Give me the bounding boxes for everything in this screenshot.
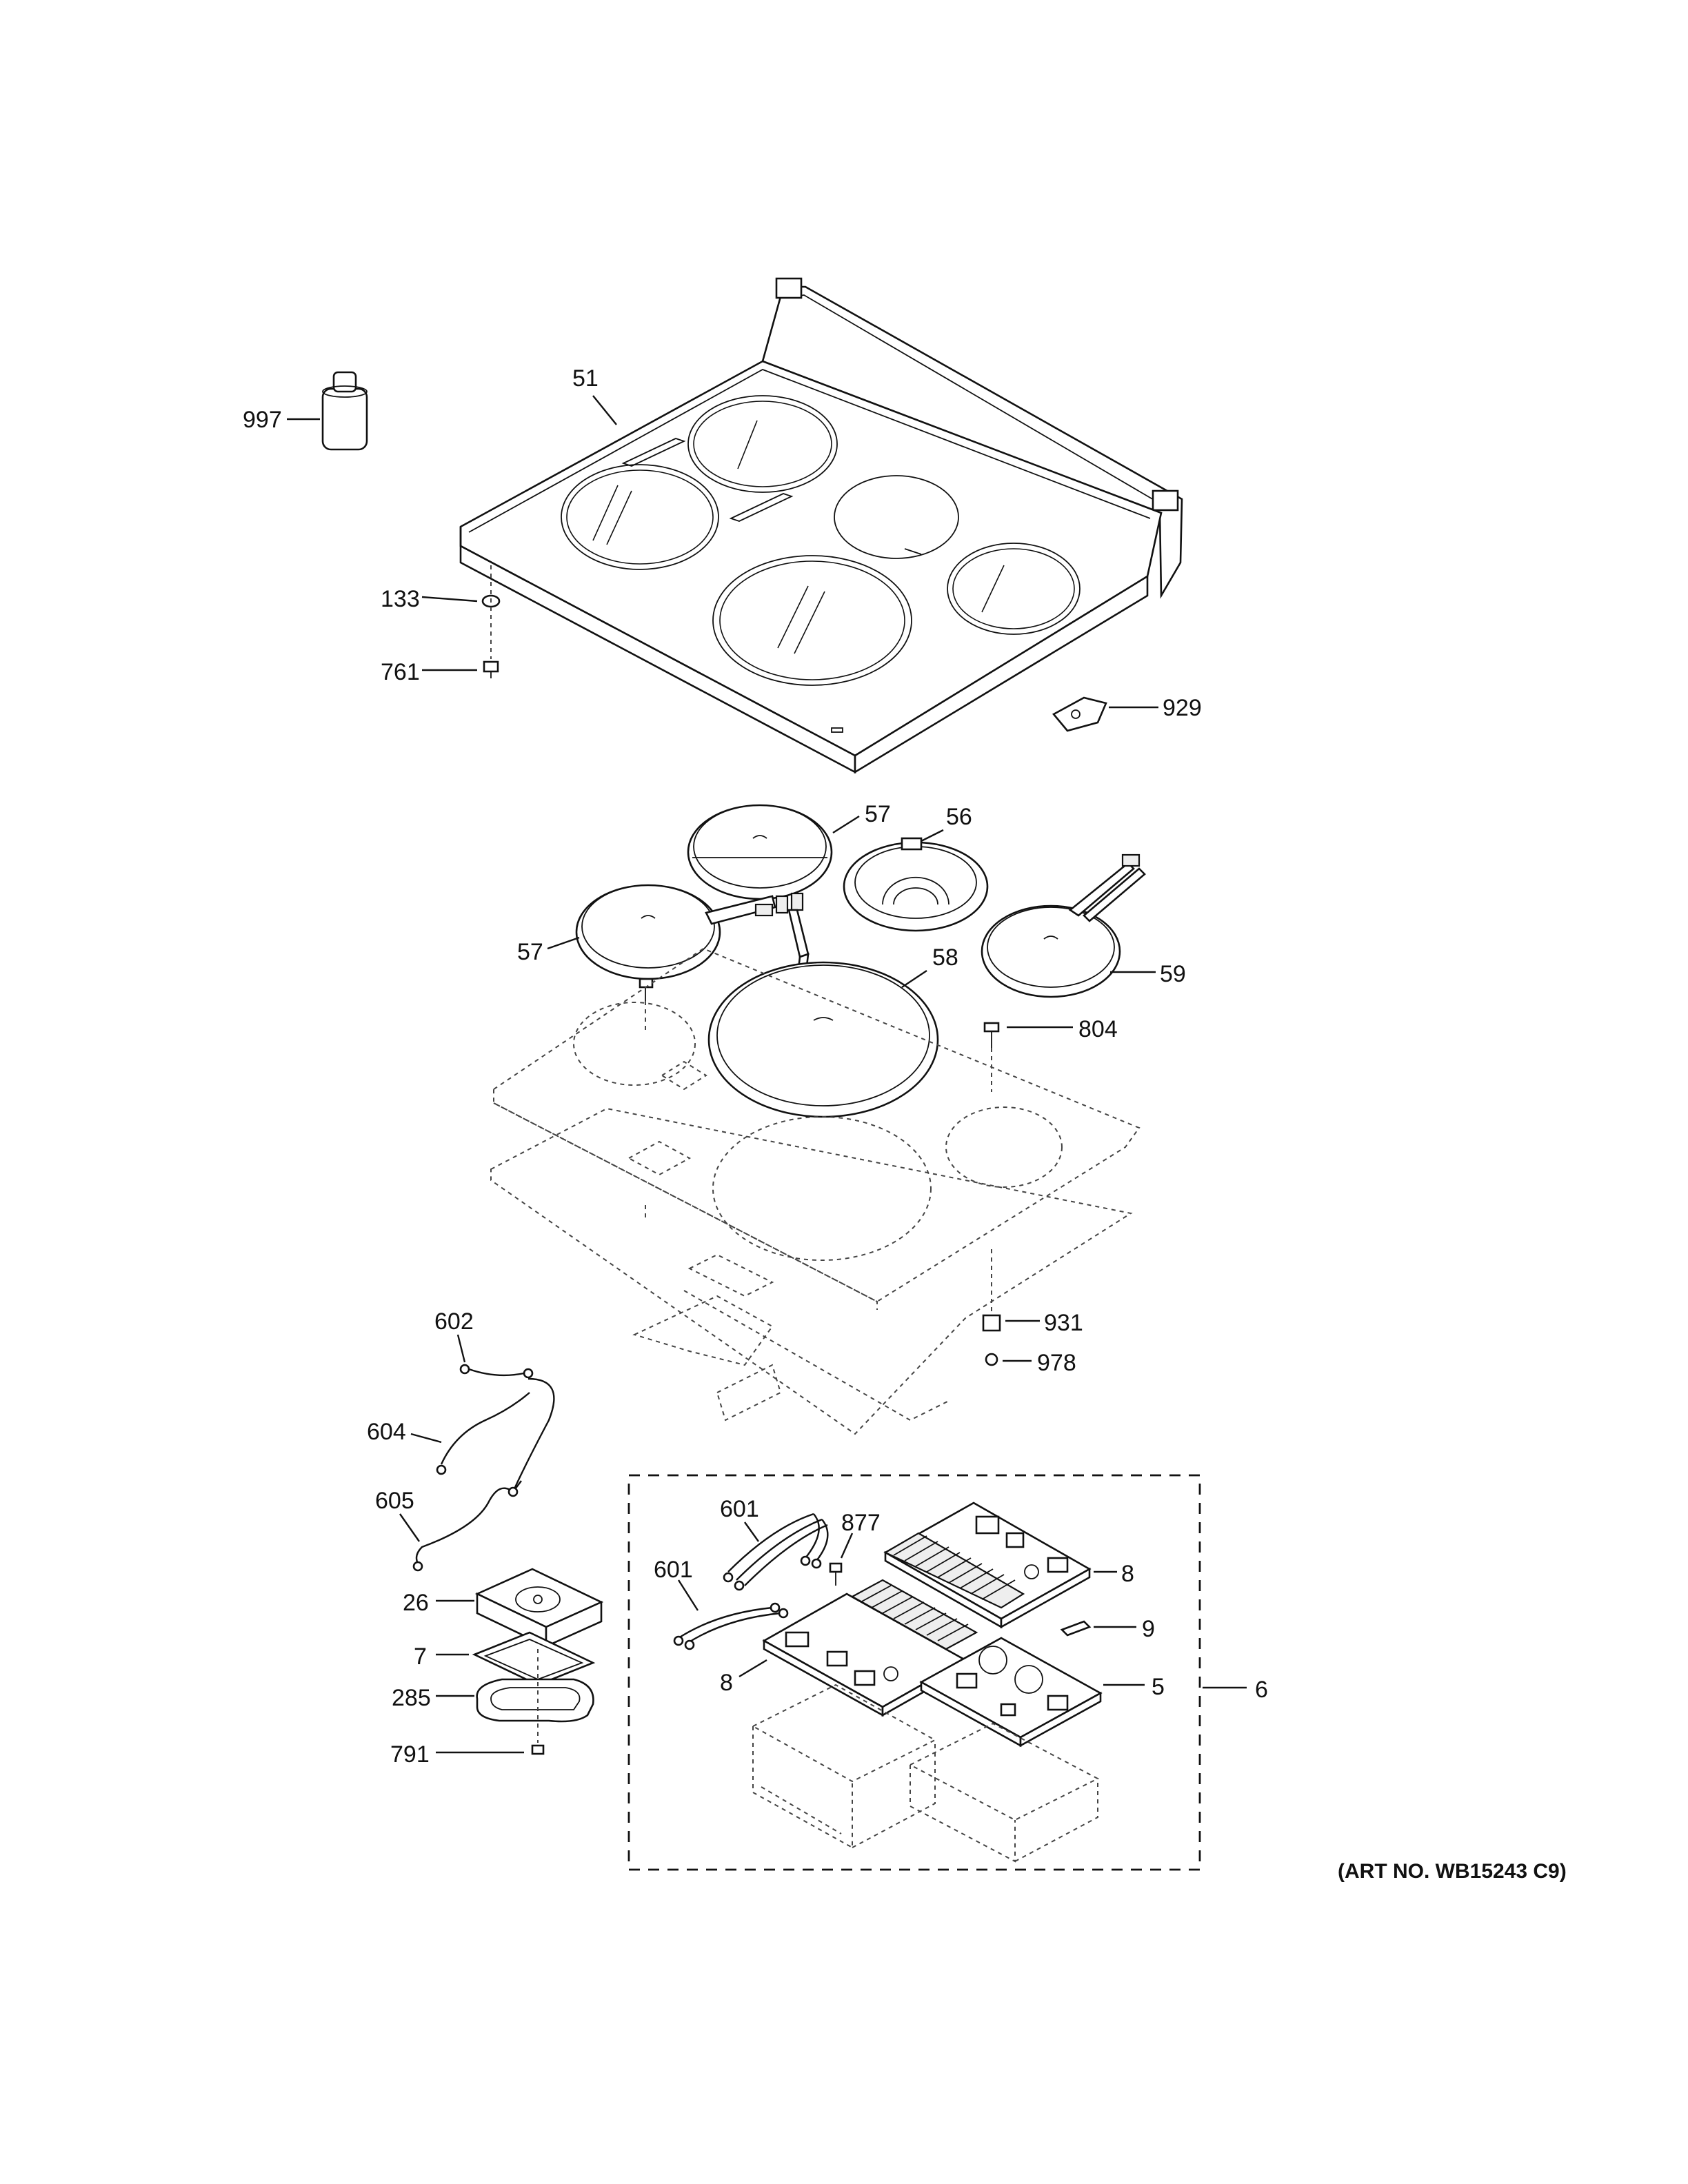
callout-8-lower: 8 bbox=[720, 1670, 733, 1696]
callout-997: 997 bbox=[243, 407, 282, 433]
cooling-fan-part bbox=[474, 1568, 604, 1648]
callout-59: 59 bbox=[1160, 961, 1186, 987]
control-board-part bbox=[919, 1637, 1103, 1748]
screw-part bbox=[531, 1744, 545, 1755]
inverter-board-part bbox=[883, 1502, 1092, 1629]
board-bracket-phantom bbox=[751, 1684, 1100, 1863]
callout-5: 5 bbox=[1152, 1674, 1165, 1700]
nut-part bbox=[985, 1353, 998, 1366]
bumper-part bbox=[481, 565, 501, 659]
callout-58: 58 bbox=[932, 944, 958, 971]
wire-harness-part bbox=[673, 1513, 829, 1650]
radiant-element-part bbox=[981, 853, 1146, 998]
screw-part bbox=[983, 1022, 1000, 1092]
callout-601-top: 601 bbox=[720, 1496, 759, 1522]
dual-element-part bbox=[843, 837, 989, 932]
callout-26: 26 bbox=[403, 1590, 429, 1616]
callout-6: 6 bbox=[1255, 1677, 1268, 1703]
burner-box-support-phantom bbox=[490, 947, 1141, 1435]
callout-57-top: 57 bbox=[865, 801, 891, 827]
callout-8-top: 8 bbox=[1121, 1561, 1134, 1587]
wire-harness-part bbox=[412, 1364, 555, 1572]
radiant-element-part bbox=[687, 804, 833, 900]
callout-791: 791 bbox=[390, 1741, 430, 1768]
leveling-foot-part bbox=[982, 1314, 1001, 1332]
callout-57-left: 57 bbox=[517, 939, 543, 965]
fan-gasket-part bbox=[472, 1631, 596, 1686]
callout-285: 285 bbox=[392, 1685, 431, 1711]
callout-601-left: 601 bbox=[654, 1557, 693, 1583]
fan-duct-seal-part bbox=[476, 1678, 594, 1723]
clip-part bbox=[1052, 696, 1107, 732]
board-spacer-part bbox=[1060, 1620, 1092, 1637]
callout-7: 7 bbox=[414, 1644, 427, 1670]
radiant-element-part bbox=[575, 884, 776, 980]
screw-part bbox=[829, 1562, 843, 1586]
callout-877: 877 bbox=[841, 1510, 881, 1536]
callout-133: 133 bbox=[381, 586, 420, 612]
large-radiant-element-part bbox=[707, 961, 939, 1118]
callout-602: 602 bbox=[434, 1308, 474, 1335]
callout-604: 604 bbox=[367, 1419, 406, 1445]
art-number: (ART NO. WB15243 C9) bbox=[1338, 1860, 1567, 1883]
screw-part bbox=[483, 660, 499, 678]
callout-9: 9 bbox=[1142, 1616, 1155, 1642]
callout-761: 761 bbox=[381, 659, 420, 685]
callout-978: 978 bbox=[1037, 1350, 1076, 1376]
callout-51: 51 bbox=[572, 365, 599, 392]
callout-929: 929 bbox=[1163, 695, 1202, 721]
callout-804: 804 bbox=[1078, 1016, 1118, 1042]
callout-605: 605 bbox=[375, 1488, 414, 1514]
callout-931: 931 bbox=[1044, 1310, 1083, 1336]
cleaner-bottle-part bbox=[321, 371, 368, 451]
callout-56: 56 bbox=[946, 804, 972, 830]
glass-cooktop-part bbox=[459, 277, 1183, 774]
